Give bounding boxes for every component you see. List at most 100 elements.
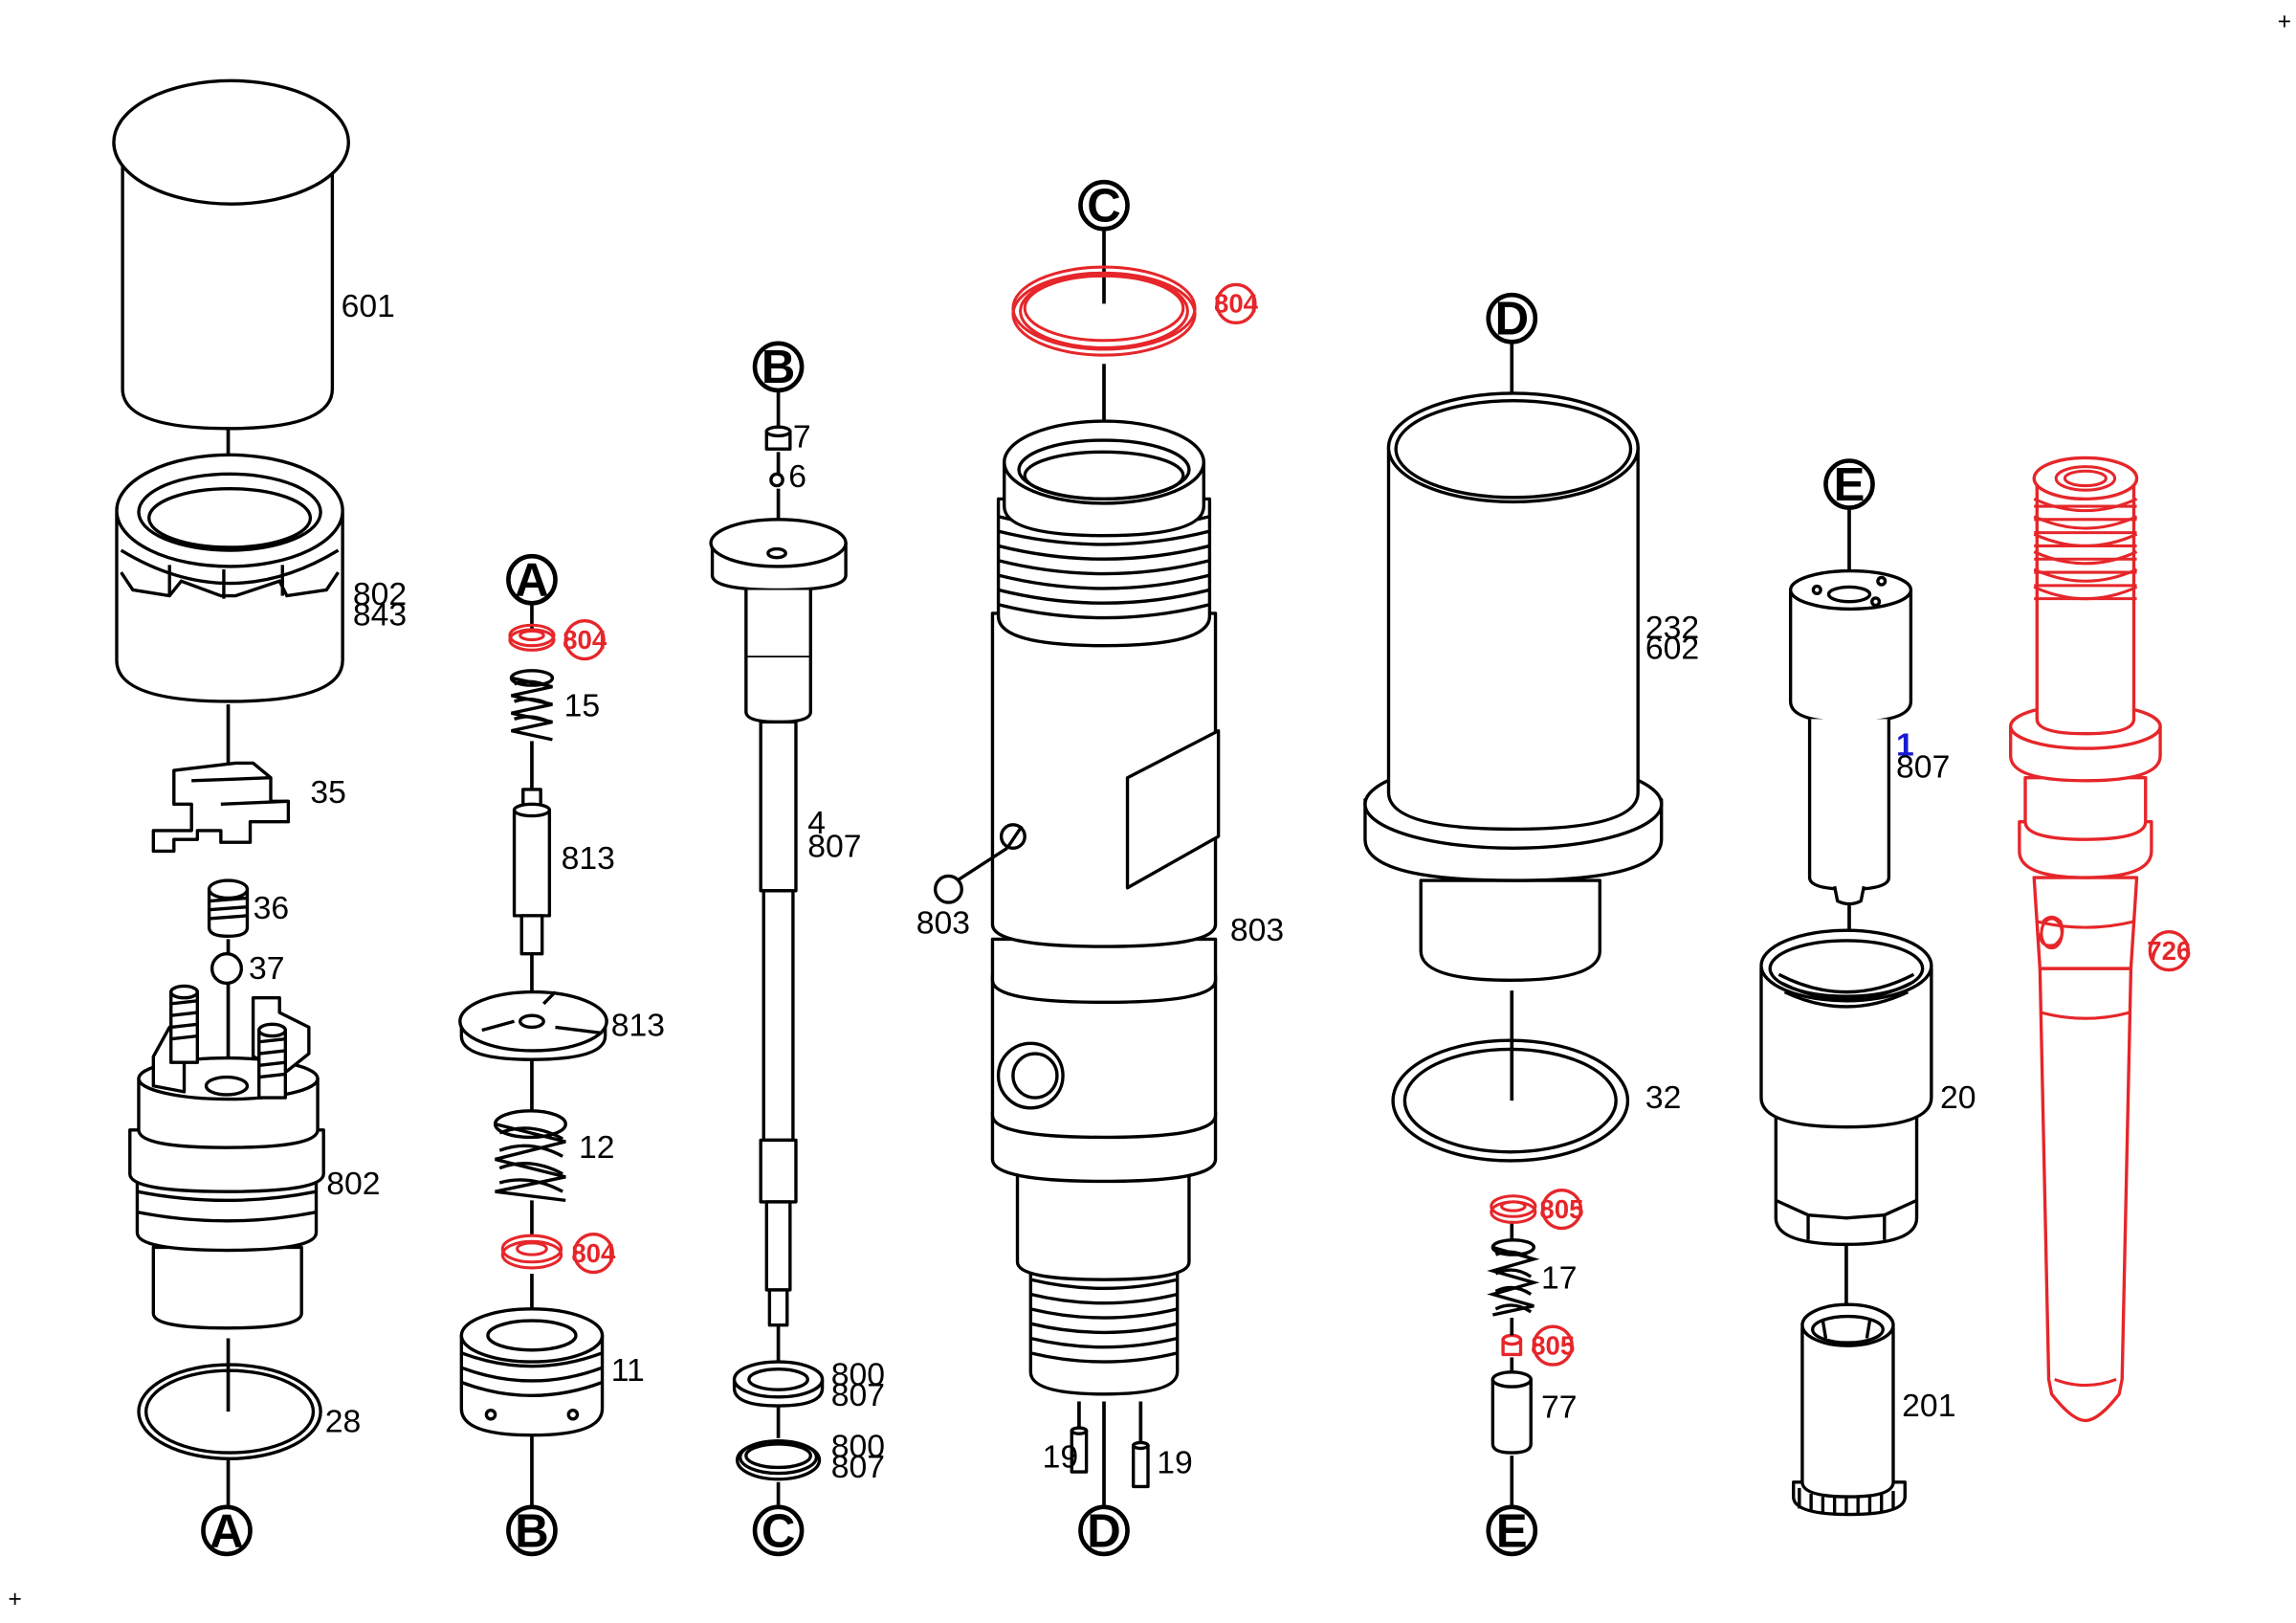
- label-12: 12: [579, 1129, 615, 1166]
- part-804-ring-b: [500, 1234, 563, 1270]
- label-800-a: 800: [831, 1357, 885, 1393]
- label-36: 36: [254, 890, 290, 926]
- part-800-807-ring-b: [735, 1439, 822, 1481]
- part-19-pin-a: [1070, 1401, 1089, 1474]
- svg-text:B: B: [515, 1505, 548, 1557]
- ref-marker-D-top: D: [1486, 292, 1538, 345]
- part-601-cap: [112, 78, 350, 431]
- label-813-a: 813: [562, 840, 615, 877]
- tag-804-c: 804: [1214, 282, 1259, 325]
- label-813-b: 813: [611, 1008, 665, 1044]
- label-601: 601: [342, 288, 395, 324]
- corner-mark-top-right: +: [2278, 10, 2291, 35]
- label-11: 11: [611, 1352, 645, 1389]
- label-803-body: 803: [1230, 912, 1284, 948]
- ref-marker-A-top: A: [506, 553, 558, 607]
- part-803-ball: [933, 846, 1008, 904]
- part-201-sleeve: [1792, 1302, 1907, 1517]
- label-602: 602: [1645, 631, 1699, 667]
- label-803-ball: 803: [916, 904, 970, 941]
- svg-text:805: 805: [1539, 1194, 1583, 1224]
- tag-804-a: 804: [563, 618, 607, 661]
- ref-marker-D-bottom: D: [1078, 1504, 1130, 1557]
- ref-marker-C-top: C: [1078, 179, 1130, 233]
- svg-text:805: 805: [1531, 1330, 1575, 1360]
- part-17-spring: [1487, 1238, 1540, 1317]
- part-803-body: [990, 419, 1221, 1396]
- part-802-843-nut: [115, 453, 344, 703]
- svg-text:B: B: [762, 342, 795, 393]
- ref-marker-B-bottom: B: [506, 1504, 558, 1557]
- label-232: 232: [1645, 610, 1699, 646]
- part-15-spring: [509, 669, 555, 742]
- tag-805-a: 805: [1539, 1188, 1583, 1231]
- label-800-b: 800: [831, 1429, 885, 1465]
- part-20-nut: [1759, 928, 1933, 1247]
- part-800-807-ring-a: [732, 1360, 825, 1408]
- corner-mark-bottom-left: +: [9, 1587, 22, 1612]
- part-232-602-sleeve: [1363, 391, 1664, 983]
- part-36-screw: [207, 878, 250, 939]
- label-4: 4: [807, 805, 826, 841]
- svg-text:726: 726: [2147, 936, 2191, 966]
- label-37: 37: [249, 950, 285, 987]
- ref-marker-A-bottom: A: [201, 1504, 253, 1557]
- label-7: 7: [793, 419, 811, 456]
- label-807-d: 807: [1896, 749, 1950, 786]
- part-805-ring-a: [1490, 1194, 1537, 1224]
- label-19-a: 19: [1043, 1438, 1079, 1475]
- ref-marker-E-top: E: [1823, 458, 1875, 511]
- part-804-ring-c: [1011, 265, 1197, 357]
- label-20: 20: [1940, 1079, 1976, 1116]
- tag-726: 726: [2147, 930, 2191, 972]
- part-37-ball: [210, 952, 244, 986]
- label-802: 802: [353, 576, 407, 612]
- tag-805-b: 805: [1531, 1324, 1575, 1367]
- part-4-807-valve: [709, 518, 848, 1327]
- ref-marker-C-bottom: C: [752, 1504, 805, 1557]
- part-804-ring-a: [508, 623, 556, 652]
- svg-text:E: E: [1834, 459, 1866, 511]
- part-726-pressure-pipe: [2008, 456, 2162, 1423]
- ref-marker-E-bottom: E: [1486, 1504, 1538, 1557]
- label-17: 17: [1541, 1259, 1578, 1296]
- part-813-disc: [458, 989, 608, 1061]
- ref-marker-B-top: B: [752, 341, 805, 393]
- part-12-spring: [493, 1109, 567, 1203]
- part-6-ball: [769, 472, 784, 488]
- part-802-body: [128, 984, 325, 1330]
- svg-text:D: D: [1087, 1505, 1120, 1557]
- label-807-a: 807: [807, 829, 861, 865]
- label-28: 28: [325, 1404, 362, 1440]
- part-19-pin-b: [1131, 1401, 1150, 1489]
- part-11-nut: [459, 1307, 605, 1437]
- label-15: 15: [564, 687, 601, 723]
- column-3-assembly: B 7 6 4 807 800 807: [709, 341, 885, 1557]
- part-813-pin: [512, 788, 552, 956]
- column-2-assembly: A 804 15 813: [458, 553, 665, 1557]
- svg-text:A: A: [210, 1505, 243, 1557]
- part-28-oring: [137, 1363, 322, 1460]
- svg-text:C: C: [1087, 181, 1120, 233]
- part-77-pin: [1490, 1357, 1533, 1455]
- part-35-clip: [151, 761, 291, 854]
- column-5-assembly: D 232 602 32 805: [1363, 292, 1699, 1557]
- column-6-assembly: E 1 807 20: [1759, 458, 1976, 1517]
- label-1: 1: [1896, 727, 1914, 764]
- label-807-c: 807: [831, 1449, 885, 1485]
- column-4-assembly: C 804: [916, 179, 1284, 1557]
- label-77: 77: [1541, 1389, 1578, 1425]
- svg-text:804: 804: [1214, 289, 1259, 319]
- column-1-assembly: 601 802 843 35 36: [112, 78, 407, 1557]
- label-19-b: 19: [1157, 1445, 1193, 1481]
- tag-804-b: 804: [571, 1232, 616, 1275]
- label-35: 35: [310, 774, 346, 811]
- svg-text:804: 804: [571, 1238, 616, 1268]
- part-7-cap: [764, 425, 792, 451]
- label-802-body: 802: [326, 1166, 380, 1202]
- label-201: 201: [1902, 1388, 1955, 1424]
- part-805-ring-b: [1501, 1318, 1523, 1357]
- label-807-b: 807: [831, 1377, 885, 1413]
- label-32: 32: [1645, 1079, 1682, 1116]
- svg-text:804: 804: [563, 625, 607, 655]
